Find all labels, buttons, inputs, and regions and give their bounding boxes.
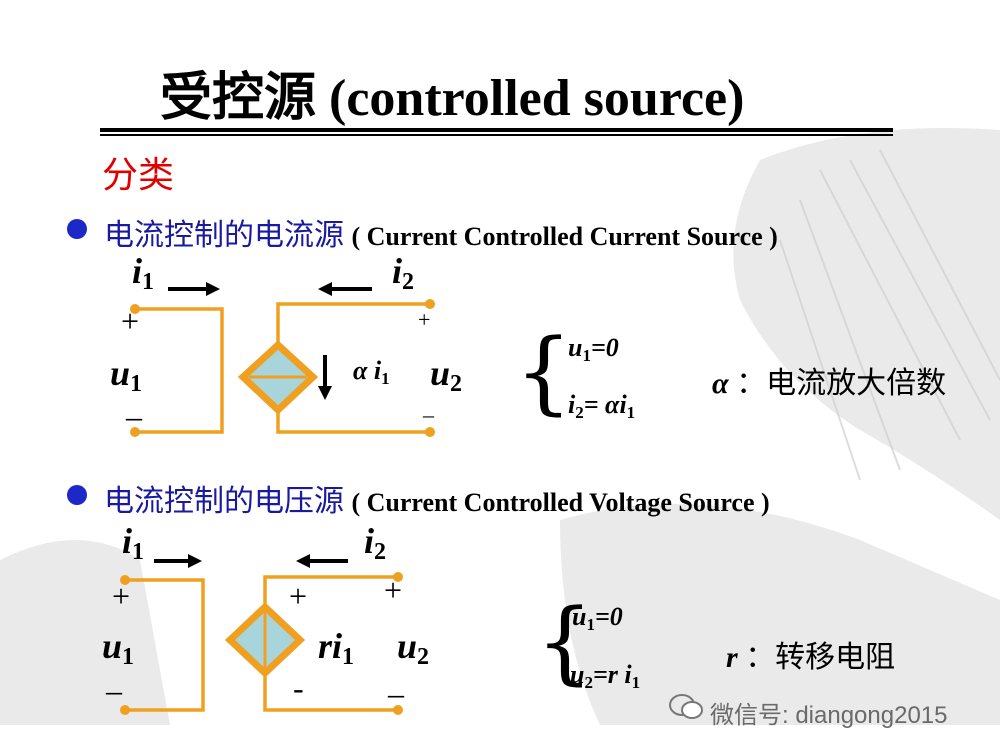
section2-eq1: u1=0 xyxy=(572,602,623,634)
section2-source-label: ri1 xyxy=(318,626,355,670)
section1-plus-left: + xyxy=(121,303,140,339)
section1-minus-left: – xyxy=(126,398,142,434)
subtitle: 分类 xyxy=(102,155,175,195)
section2-u2-label: u2 xyxy=(397,626,430,670)
section1-u2-label: u2 xyxy=(430,353,463,397)
terminal-dot xyxy=(425,427,435,437)
section2-heading-en: ( Current Controlled Voltage Source ) xyxy=(351,488,770,517)
section1-eq2: i2= αi1 xyxy=(568,390,636,422)
page-title: 受控源 (controlled source) xyxy=(160,70,745,127)
section2-description: r ：转移电阻 xyxy=(726,641,896,674)
section1-minus-right: – xyxy=(423,402,434,427)
section2-minus-right: – xyxy=(388,675,404,711)
section1-i2-label: i2 xyxy=(392,251,415,295)
section2-i1-label: i1 xyxy=(122,521,145,565)
title-rule xyxy=(100,128,893,132)
section2-output-top-wire xyxy=(263,575,398,605)
section1-plus-right: + xyxy=(418,307,431,332)
section1-i1-label: i1 xyxy=(132,251,155,295)
terminal-dot xyxy=(130,304,140,314)
terminal-dot xyxy=(120,575,130,585)
section1-brace: { xyxy=(515,320,573,425)
section2-minus-source: - xyxy=(293,670,304,706)
section2-output-bottom-wire xyxy=(263,675,398,712)
section1-output-bottom-wire xyxy=(276,410,430,434)
section1-source-label: α i1 xyxy=(353,356,390,388)
terminal-dot xyxy=(130,427,140,437)
section2-plus-right: + xyxy=(384,572,403,608)
title-rule-thin xyxy=(100,134,893,136)
section2-input-port-wire xyxy=(125,578,205,712)
section2-u1-label: u1 xyxy=(102,626,135,670)
section2-plus-left: + xyxy=(112,578,131,614)
section1-heading: 电流控制的电流源 ( Current Controlled Current So… xyxy=(104,210,778,254)
section1-output-top-wire xyxy=(276,302,430,345)
section2-heading-cn: 电流控制的电压源 xyxy=(104,485,344,518)
section2-brace: { xyxy=(536,590,594,695)
section1-description: α ：电流放大倍数 xyxy=(712,367,947,400)
bullet-icon xyxy=(67,485,87,505)
section2-heading: 电流控制的电压源 ( Current Controlled Voltage So… xyxy=(104,476,770,520)
wechat-icon xyxy=(669,694,703,719)
section2-i2-label: i2 xyxy=(364,521,387,565)
section2-eq2: u2=r i1 xyxy=(570,660,641,692)
terminal-dot xyxy=(425,299,435,309)
terminal-dot xyxy=(393,705,403,715)
bullet-icon xyxy=(67,219,87,239)
section2-minus-left: – xyxy=(106,672,122,708)
section1-u1-label: u1 xyxy=(110,353,143,397)
terminal-dot xyxy=(120,705,130,715)
section1-input-port-wire xyxy=(135,307,224,434)
section1-heading-en: ( Current Controlled Current Source ) xyxy=(351,222,778,251)
section1-heading-cn: 电流控制的电流源 xyxy=(104,219,344,252)
section2-plus-source: + xyxy=(289,578,308,614)
terminal-dot xyxy=(393,572,403,582)
section1-eq1: u1=0 xyxy=(568,333,619,365)
